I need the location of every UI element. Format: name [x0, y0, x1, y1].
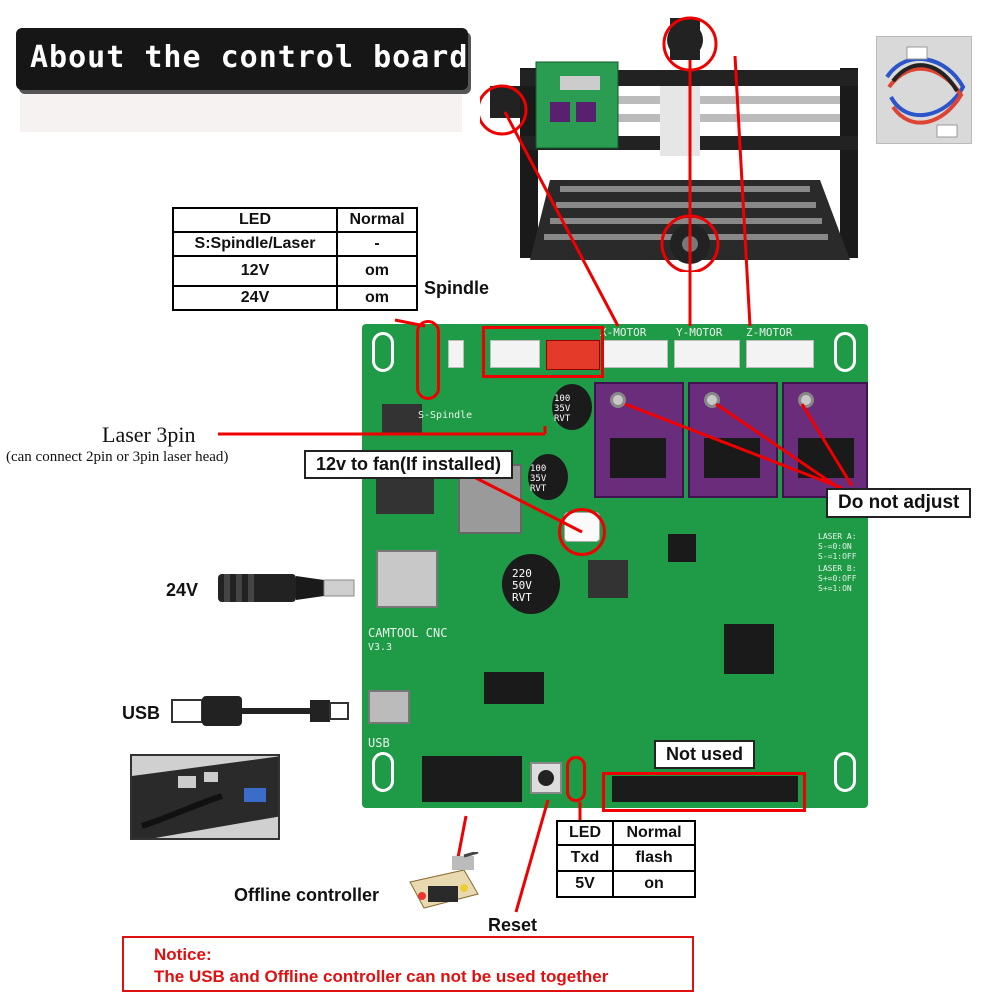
offline-controller-icon [409, 852, 479, 909]
spindle-label: Spindle [424, 278, 490, 298]
usb-silk: USB [368, 736, 390, 750]
fan-connector-highlight [558, 508, 606, 556]
board-brand: CAMTOOL CNC [368, 626, 448, 640]
table-cell: flash [612, 844, 696, 872]
table-cell: on [612, 870, 696, 898]
table-cell: Txd [556, 844, 614, 872]
title-underlay [20, 94, 462, 132]
notice-text: The USB and Offline controller can not b… [154, 967, 609, 986]
status-led-highlight [566, 756, 586, 802]
table-cell: 24V [172, 285, 338, 311]
table-header-led: LED [172, 207, 338, 233]
page-title: About the control board [30, 40, 469, 75]
capacitor-label: 100 35V RVT [530, 464, 547, 494]
fan-label: 12v to fan(If installed) [304, 450, 514, 479]
control-board: X-MOTOR Y-MOTOR Z-MOTOR 100 35V RVT 100 … [362, 324, 868, 808]
laptop-photo [130, 754, 280, 840]
table-cell: - [336, 231, 418, 257]
z-motor-label: Z-MOTOR [746, 326, 793, 339]
laser-b-silk: LASER B: [818, 564, 857, 573]
spindle-led-table: LED Normal S:Spindle/Laser - 12V om 24V … [172, 207, 418, 311]
spindle-silk: S-Spindle [418, 410, 473, 421]
power-led-highlight [416, 320, 440, 400]
table-cell: om [336, 255, 418, 287]
table-header-normal: Normal [336, 207, 418, 233]
capacitor-label: 220 50V RVT [512, 567, 532, 604]
table-cell: 5V [556, 870, 614, 898]
status-led-table: LED Normal Txd flash 5V on [556, 820, 696, 898]
notice-heading: Notice: [154, 945, 212, 964]
laser-a-silk: LASER A: [818, 532, 857, 541]
capacitor-label: 100 35V RVT [554, 394, 571, 424]
y-motor-label: Y-MOTOR [676, 326, 723, 339]
table-cell: om [336, 285, 418, 311]
not-used-header-highlight [602, 772, 806, 812]
laser-a-silk: S-=1:OFF [818, 552, 857, 561]
power-label: 24V [166, 580, 199, 600]
laser-b-silk: S+=1:ON [818, 584, 852, 593]
dc-jack-icon [218, 574, 355, 602]
not-used-label: Not used [654, 740, 756, 769]
reset-label: Reset [488, 915, 538, 935]
spindle-connector-highlight [482, 326, 604, 378]
laser-b-silk: S+=0:OFF [818, 574, 857, 583]
offline-controller-label: Offline controller [234, 885, 380, 905]
laser-note: (can connect 2pin or 3pin laser head) [6, 449, 229, 465]
table-cell: 12V [172, 255, 338, 287]
do-not-adjust-label: Do not adjust [826, 488, 972, 518]
title-banner [16, 28, 468, 90]
table-header-normal: Normal [612, 820, 696, 846]
x-motor-label: X-MOTOR [600, 326, 647, 339]
usb-label: USB [122, 703, 161, 723]
table-header-led: LED [556, 820, 614, 846]
cable-photo [876, 36, 972, 144]
board-version: V3.3 [368, 642, 393, 653]
laser-label: Laser 3pin [102, 422, 196, 447]
table-cell: S:Spindle/Laser [172, 231, 338, 257]
notice-box: Notice: The USB and Offline controller c… [122, 936, 694, 992]
laser-a-silk: S-=0:ON [818, 542, 852, 551]
potentiometer-x [610, 392, 626, 408]
usb-cable-icon [171, 696, 349, 726]
